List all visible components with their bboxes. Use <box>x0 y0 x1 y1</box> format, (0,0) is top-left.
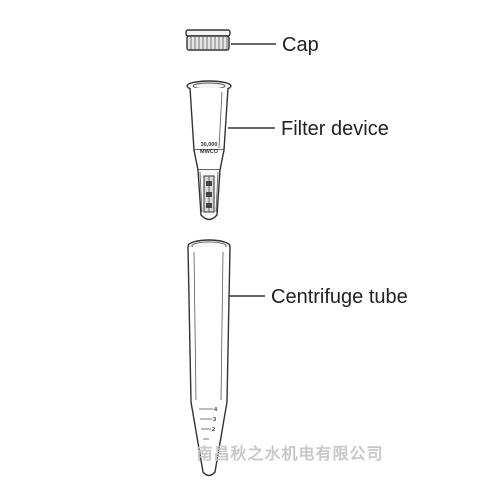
cap-label: Cap <box>282 34 319 56</box>
tube-graduation-2: 2 <box>212 427 215 433</box>
filter-device-part <box>186 80 232 221</box>
cap-part <box>185 29 231 51</box>
centrifuge-tube-label: Centrifuge tube <box>271 286 408 308</box>
filter-mwco-value: 30,000 <box>201 142 218 148</box>
filter-mwco-unit: MWCO <box>200 149 219 155</box>
company-watermark: 南昌秋之水机电有限公司 <box>196 444 383 463</box>
tube-graduation-4: 4 <box>214 407 218 413</box>
centrifuge-tube-part <box>187 239 231 477</box>
filter-device-label: Filter device <box>281 118 389 140</box>
tube-graduation-3: 3 <box>213 417 216 423</box>
